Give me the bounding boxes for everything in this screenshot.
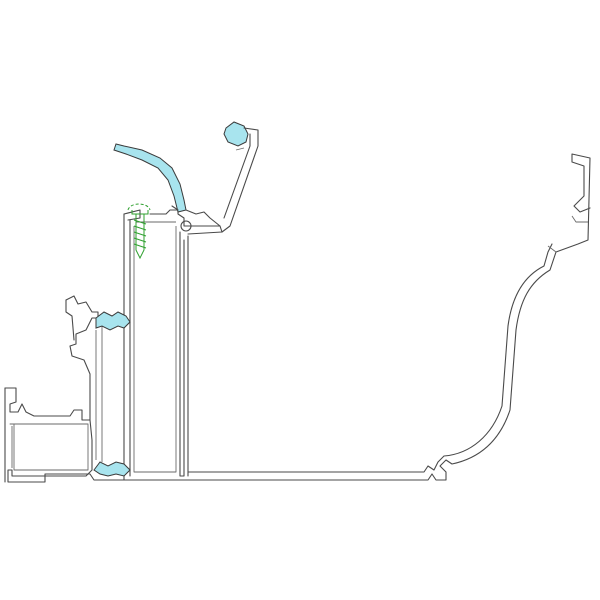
vertical-mullion xyxy=(123,209,223,481)
gutter-profile xyxy=(133,153,591,481)
upper-left-gasket xyxy=(95,311,131,331)
mullion-screw-port xyxy=(180,220,192,232)
glazing-bead-arm xyxy=(221,127,259,233)
cover-cap-rail xyxy=(171,205,221,227)
gaskets xyxy=(93,121,249,477)
left-frame-profile xyxy=(4,295,135,483)
fixing-screw xyxy=(127,203,151,260)
glazing-bead-gasket xyxy=(223,121,249,147)
lower-left-gasket xyxy=(93,461,131,477)
cover-cap-seal xyxy=(113,143,187,213)
